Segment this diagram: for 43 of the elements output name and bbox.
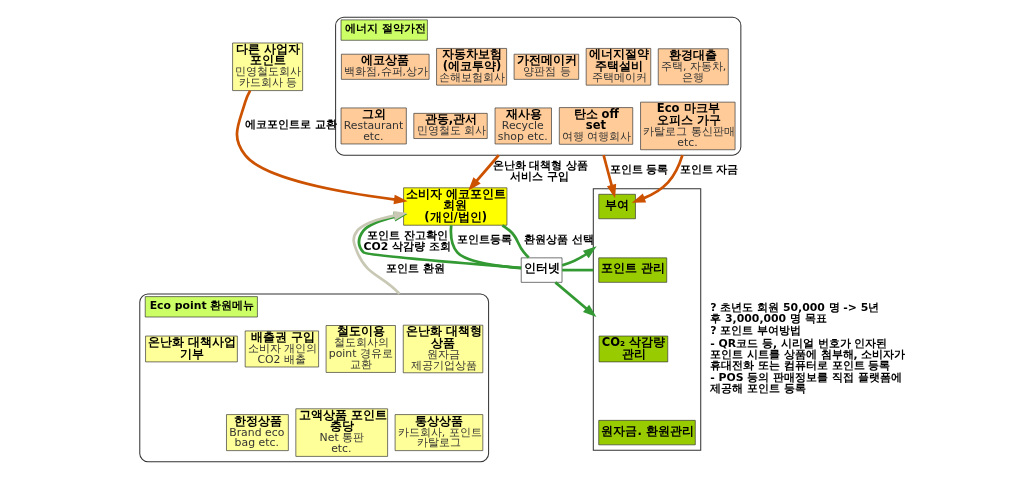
arrow: [601, 154, 616, 198]
arrow: [467, 153, 500, 191]
node-box: 그외 Restaurant etc.: [340, 107, 407, 144]
node-box: CO₂ 삭감량 관리: [598, 335, 668, 362]
edge-label: 포인트 등록: [609, 162, 668, 176]
edge-label: 포인트 환원: [385, 261, 445, 275]
arrow: [554, 280, 596, 317]
connector: [501, 223, 530, 259]
node-box: 통상상품 카드회사, 포인트 카탈로그: [394, 413, 483, 451]
cluster: [592, 187, 701, 451]
node-box: 탄소 off set 여행 여행회사: [558, 106, 633, 145]
label: - QR코드 등, 시리얼 번호가 인자된 포인트 시트를 상품에 첨부해, 소비자가 휴대전화 또는 컴퓨터로 포인트 등록: [709, 336, 905, 372]
node-box: 재사용 Recycle shop etc.: [494, 107, 552, 144]
node-box: Eco 마크부 오피스 가구 카탈로그 통신판매 etc.: [639, 101, 735, 150]
node-box: 관동,관서 민영철도 회사: [412, 112, 488, 139]
node-box: 에코상품 백화점,슈퍼,상가: [340, 53, 429, 80]
node-box: 자동차보험 (에코투약) 손해보험회사: [435, 47, 507, 85]
node-box: 원자금. 환원관리: [597, 419, 696, 445]
node-box: 부여: [597, 193, 636, 219]
node-box: 다른 사업자 포인트 민영철도회사 카드회사 등: [231, 42, 303, 91]
node-box: 인터넷: [520, 257, 562, 283]
connector: [561, 268, 593, 271]
node-box: 한정상품 Brand eco bag etc.: [225, 413, 289, 451]
edge-label: 환원상품 선택: [523, 232, 594, 246]
node-box: 온난화 대책사업 기부: [144, 335, 238, 362]
node-box: 배출권 구입 소비자 개인의 CO2 배출: [244, 330, 319, 367]
node-box: 온난화 대책형 상품 원자금 제공기업상품: [402, 324, 483, 373]
arrow: [561, 245, 597, 267]
node-box: 에너지절약 주택설비 주택메이커: [585, 47, 651, 85]
label: - POS 등의 판매정보를 직접 플랫폼에 제공해 포인트 등록: [709, 370, 902, 395]
node-box: 환경대출 주택, 자동차, 은행: [657, 47, 729, 85]
label: ? 포인트 부여방법: [709, 323, 801, 337]
node-box: 고액상품 포인트 충당 Net 통판 etc.: [295, 407, 388, 457]
node-box: 포인트 관리: [597, 257, 667, 283]
edge-label: 포인트등록: [456, 232, 512, 246]
edge-label: 포인트 잔고확인 CO2 삭감량 조회: [362, 228, 451, 253]
edge-label: 온난화 대책형 상품 서비스 구입: [492, 158, 588, 183]
node-box: 철도이용 철도회사의 point 경유로 교환: [325, 324, 396, 373]
node-box: 가전메이커 양판점 등: [513, 53, 579, 80]
node-box: 소비자 에코포인트 회원 (개인/법인): [402, 187, 507, 226]
arrow: [631, 154, 684, 203]
label: ? 초년도 회원 50,000 명 -> 5년 후 3,000,000 명 목표: [709, 300, 879, 325]
edge-label: 포인트 자금: [679, 162, 738, 176]
